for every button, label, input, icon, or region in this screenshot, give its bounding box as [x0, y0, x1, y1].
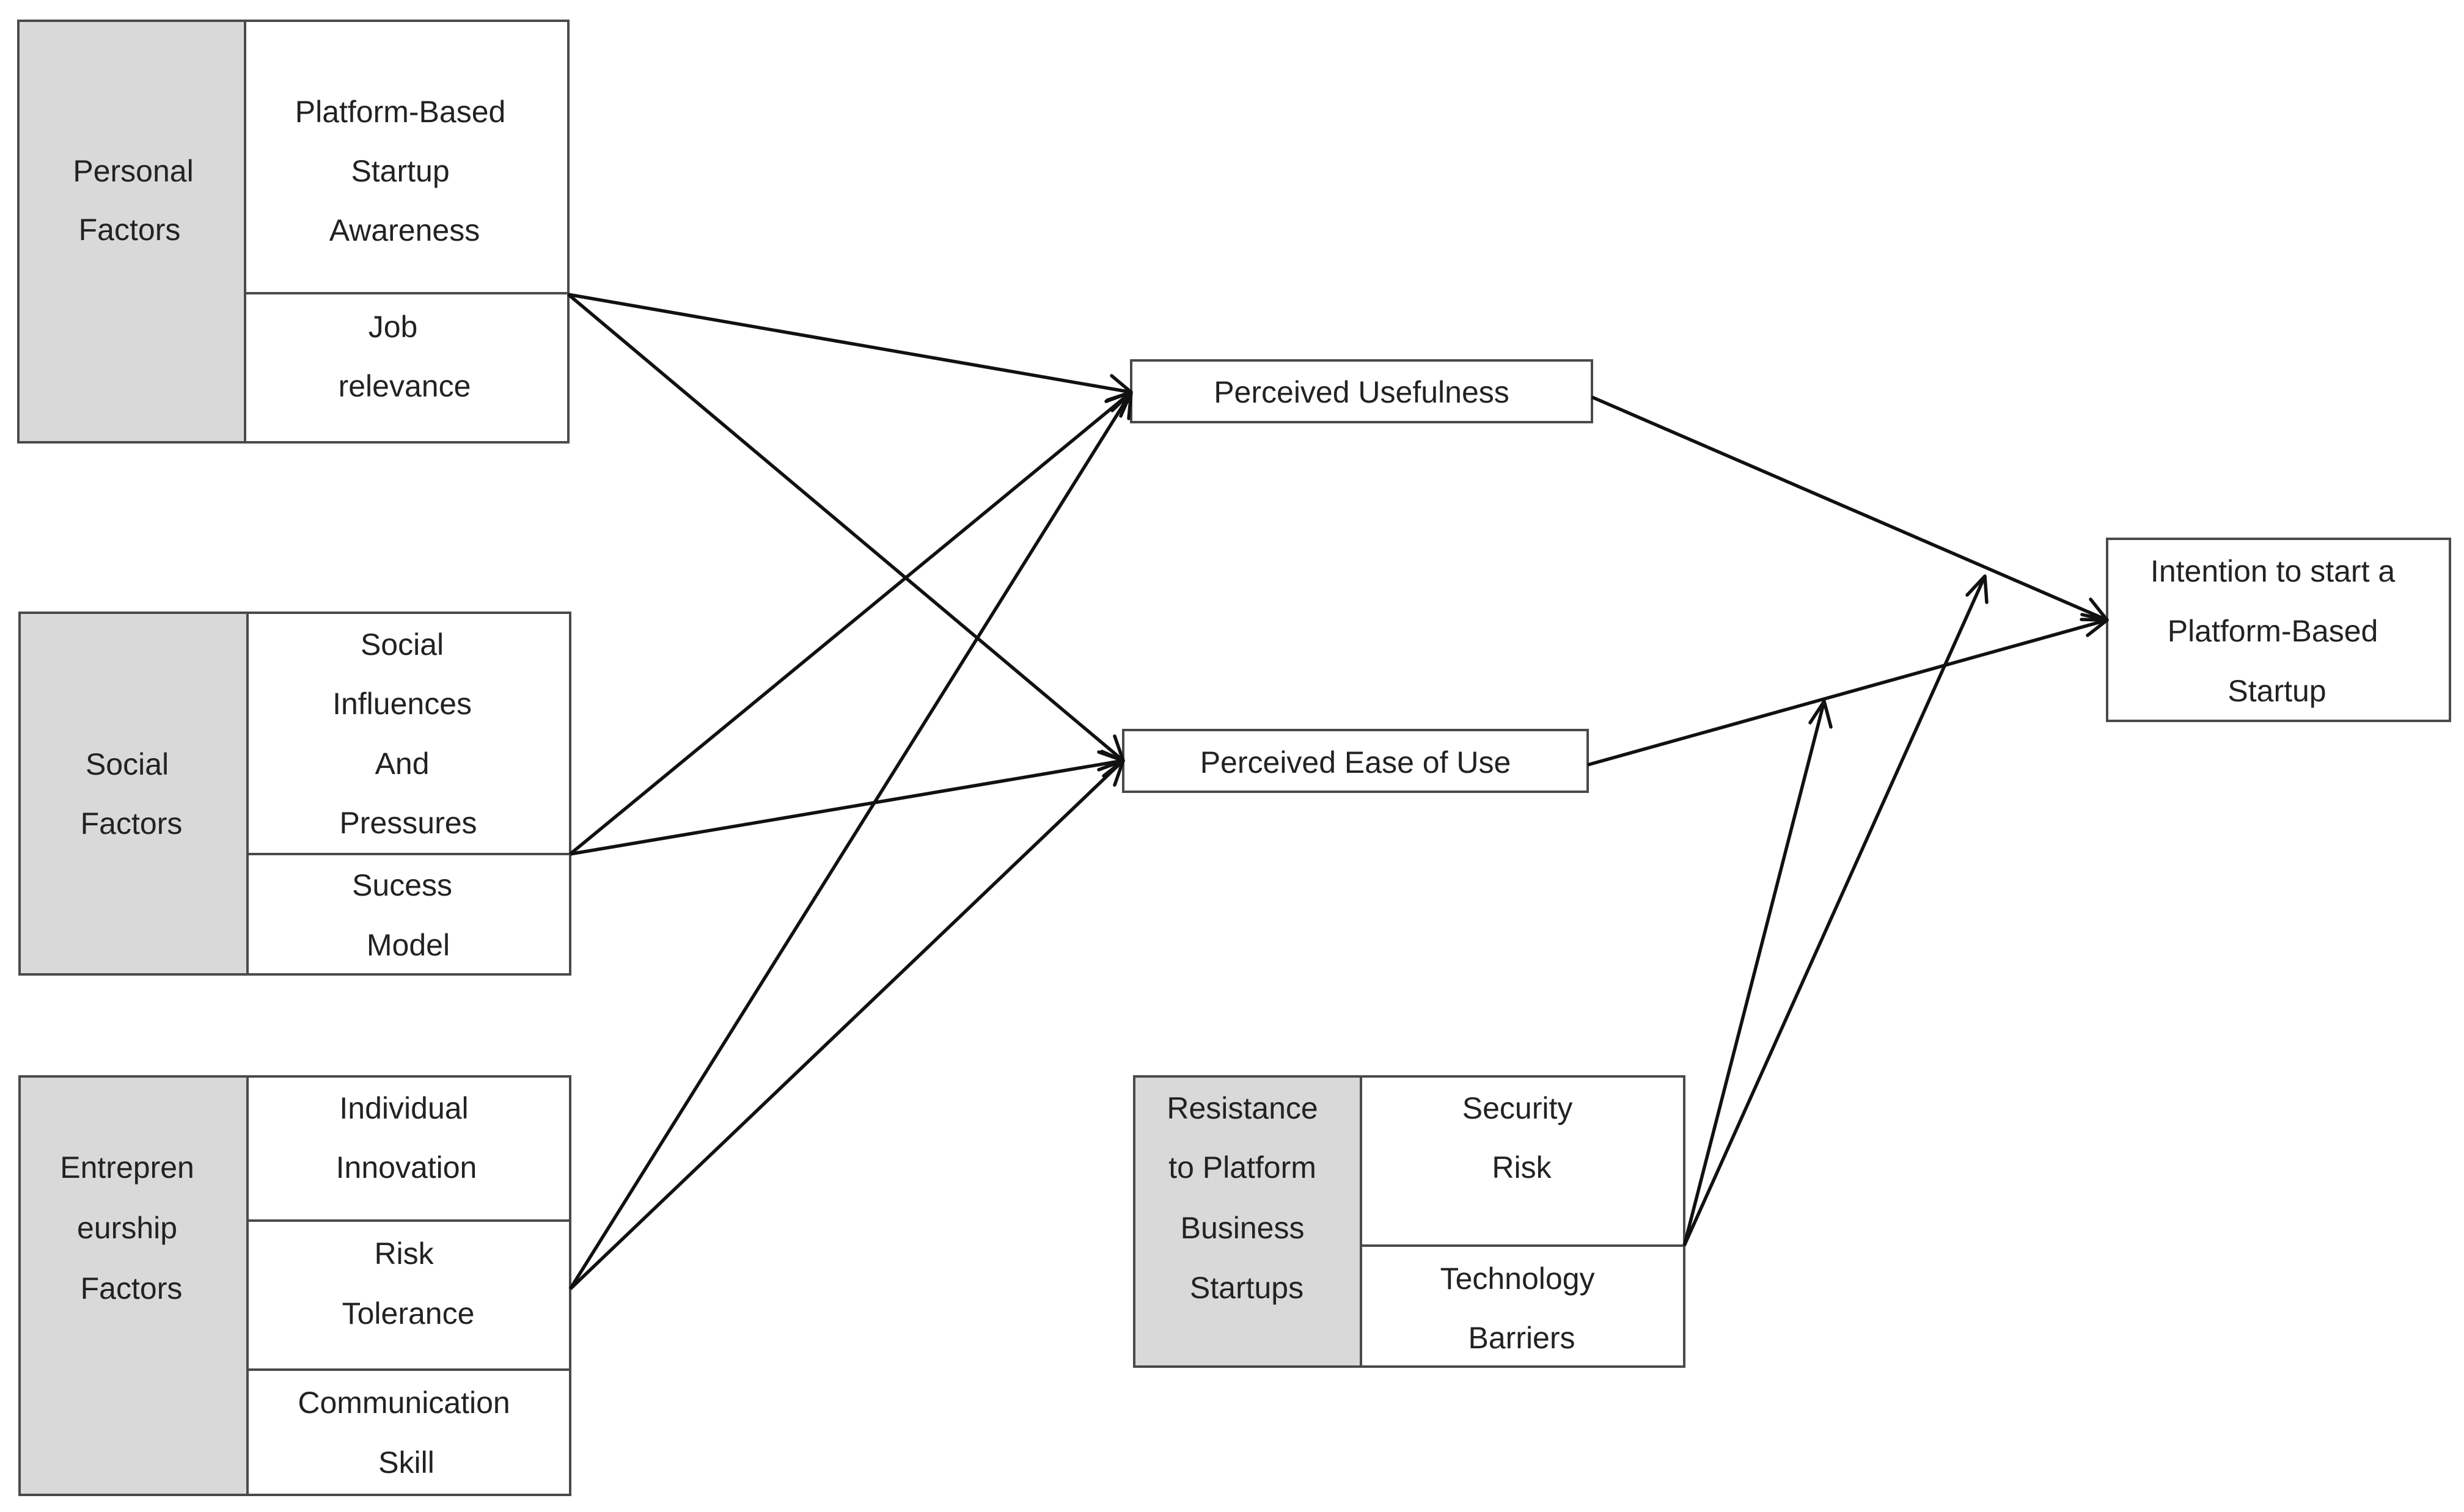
resistance-items-cell: [1360, 1075, 1685, 1368]
perceived-usefulness-box: Perceived Usefulness: [1130, 359, 1593, 423]
entrepreneurship-factors-items-cell: [246, 1075, 571, 1496]
resistance-group: Resistance to Platform Business Startups…: [1133, 1075, 1685, 1368]
arrow-ease-to-intention: [1587, 618, 2108, 767]
personal-factors-label: Personal Factors: [73, 154, 202, 247]
personal-factors-items-cell: [244, 20, 570, 444]
relationship-arrows: [567, 293, 2109, 1290]
arrow-head: [1110, 390, 1133, 420]
arrow-head: [1965, 574, 1989, 604]
social-factors-label: Social Factors: [81, 747, 183, 841]
intention-box: Intention to start a Platform-Based Star…: [2106, 538, 2451, 722]
arrow-resistance-moderates-usefulness-path: [1682, 575, 1987, 1247]
entrepreneurship-factors-group: Entrepren eurship Factors Individual Inn…: [18, 1075, 571, 1496]
arrow-job-relevance-to-ease: [567, 293, 1124, 762]
social-factors-group: Social Factors Social Influences And Pre…: [18, 612, 571, 976]
arrow-head: [2080, 613, 2109, 637]
personal-factors-label-cell: [17, 20, 246, 444]
security-risk-label: Security Risk: [1462, 1091, 1582, 1185]
arrow-job-relevance-to-usefulness: [568, 293, 1132, 394]
social-influences-and-pressures-label: Social Influences And Pressures: [332, 627, 480, 840]
perceived-ease-of-use-label: Perceived Ease of Use: [1200, 745, 1511, 780]
perceived-usefulness-label: Perceived Usefulness: [1214, 375, 1509, 409]
arrow-head: [1097, 759, 1125, 787]
technology-barriers-label: Technology Barriers: [1440, 1262, 1604, 1355]
arrow-social-to-ease: [570, 759, 1124, 856]
job-relevance-label: Job relevance: [339, 310, 471, 403]
resistance-label: Resistance to Platform Business Startups: [1167, 1091, 1326, 1305]
platform-based-startup-awareness-label: Platform-Based Startup Awareness: [295, 95, 515, 247]
arrow-usefulness-to-intention: [1591, 395, 2108, 622]
personal-factors-group: Personal Factors Platform-Based Startup …: [17, 20, 570, 444]
social-factors-items-cell: [246, 612, 571, 976]
arrow-social-to-usefulness: [569, 390, 1132, 856]
communication-skill-label: Communication Skill: [298, 1386, 518, 1480]
arrow-risk-tolerance-to-ease: [569, 759, 1124, 1290]
success-model-label: Sucess Model: [352, 868, 461, 962]
intention-label: Intention to start a Platform-Based Star…: [2150, 554, 2404, 708]
perceived-ease-of-use-box: Perceived Ease of Use: [1122, 729, 1589, 793]
social-factors-label-cell: [18, 612, 249, 976]
entrepreneurship-factors-label: Entrepren eurship Factors: [60, 1150, 203, 1306]
risk-tolerance-label: Risk Tolerance: [342, 1236, 475, 1331]
arrow-risk-tolerance-to-usefulness: [568, 391, 1133, 1290]
entrepreneurship-factors-label-cell: [18, 1075, 249, 1496]
individual-innovation-label: Individual Innovation: [336, 1091, 477, 1185]
arrow-head: [1808, 699, 1833, 729]
arrow-resistance-moderates-ease-path: [1682, 701, 1826, 1246]
